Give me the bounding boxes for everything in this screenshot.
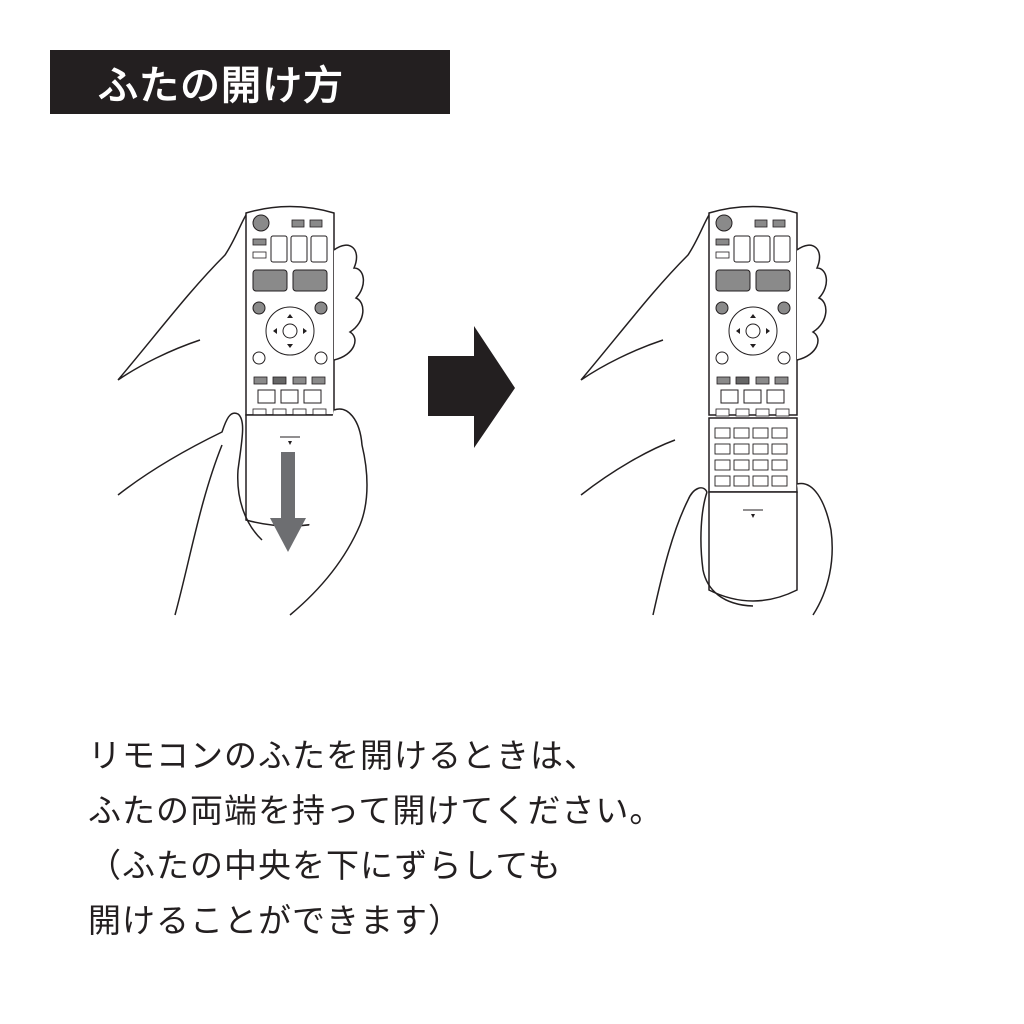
right-arrow-icon <box>428 326 515 448</box>
remote-held-lid-closed <box>117 205 368 616</box>
instruction-line-3: （ふたの中央を下にずらしても <box>88 846 562 885</box>
page-title-text: ふたの開け方 <box>98 63 344 109</box>
instruction-text: リモコンのふたを開けるときは、 ふたの両端を持って開けてください。 （ふたの中央… <box>88 728 968 948</box>
instruction-figure <box>117 205 833 616</box>
pull-down-arrow-icon <box>270 452 306 552</box>
instruction-line-1: リモコンのふたを開けるときは、 <box>88 736 598 775</box>
remote-held-lid-open <box>580 205 833 616</box>
page-title: ふたの開け方 <box>50 50 450 114</box>
instruction-line-4: 開けることができます） <box>88 901 462 940</box>
instruction-line-2: ふたの両端を持って開けてください。 <box>88 791 664 830</box>
